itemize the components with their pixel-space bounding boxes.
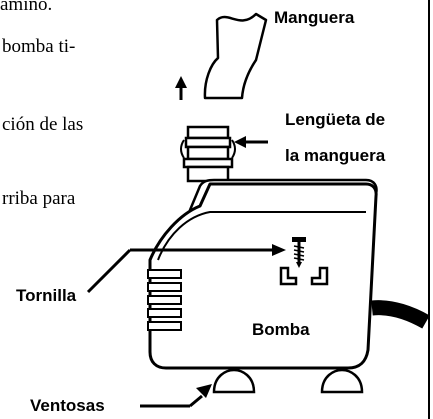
label-hose: Manguera — [274, 8, 355, 27]
screw-icon — [292, 237, 306, 268]
hose-tab-arrow-icon — [234, 136, 268, 148]
suction-cups — [212, 368, 364, 394]
label-screw: Tornilla — [16, 286, 77, 305]
text-fragment: bomba ti- — [2, 36, 76, 57]
vent-slots — [147, 269, 182, 331]
label-pump: Bomba — [252, 320, 310, 339]
pump-body — [148, 182, 378, 370]
text-fragment: rriba para — [2, 188, 76, 209]
label-suction-cups: Ventosas — [30, 396, 105, 415]
power-cord — [371, 300, 430, 329]
hose-tab-connector — [180, 125, 236, 183]
label-hose-tab-line1: Lengüeta de — [285, 110, 386, 129]
text-fragment: ción de las — [2, 114, 84, 135]
hose-tube — [203, 12, 268, 100]
screw-bracket — [279, 266, 329, 286]
right-border-line — [428, 0, 430, 419]
up-arrow-icon — [175, 76, 187, 100]
label-hose-tab-line2: la manguera — [285, 146, 386, 165]
screw-leader — [86, 244, 286, 294]
text-fragment: amino. — [0, 0, 53, 15]
suction-cup-leader — [140, 384, 212, 408]
